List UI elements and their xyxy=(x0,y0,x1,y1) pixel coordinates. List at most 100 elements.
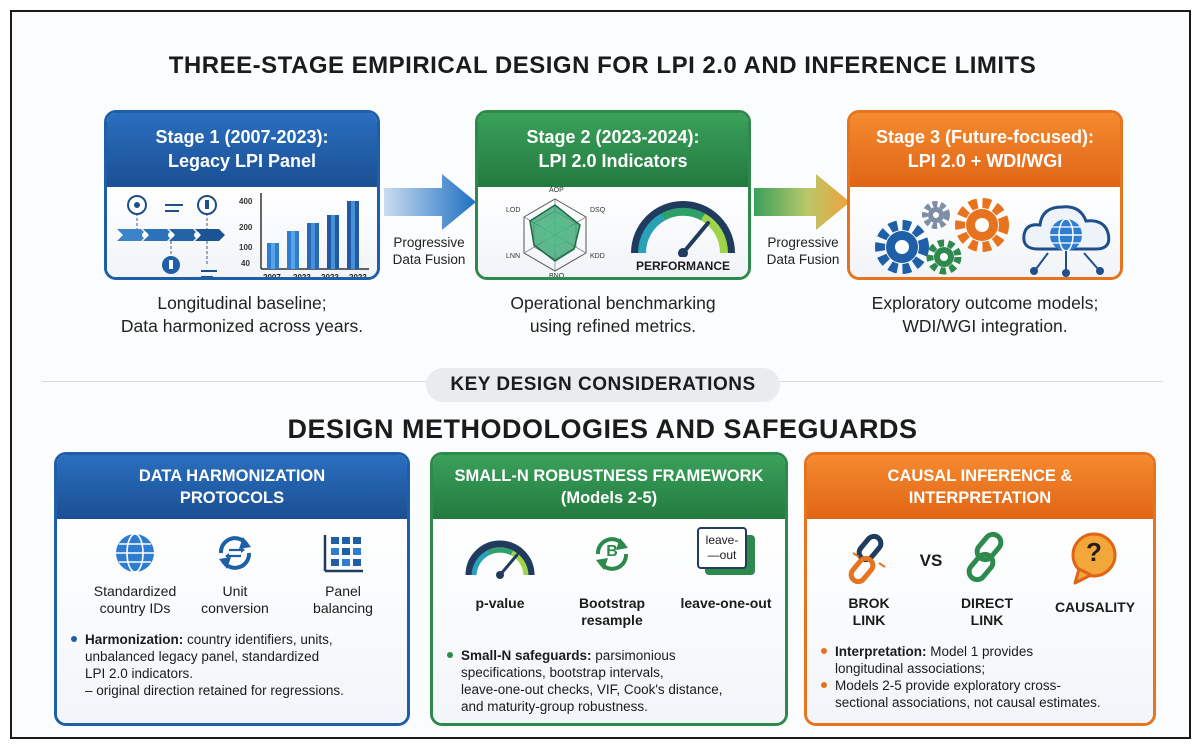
stage-2-caption-line1: Operational benchmarking xyxy=(510,293,716,313)
stage-1-header: Stage 1 (2007-2023): Legacy LPI Panel xyxy=(107,113,377,187)
radar-label-aop: AOP xyxy=(549,187,564,194)
chart-tick-top: 400 xyxy=(239,197,253,206)
icon-label-line2: LINK xyxy=(970,612,1004,628)
stage-3-caption: Exploratory outcome models; WDI/WGI inte… xyxy=(827,292,1143,338)
bullet-text: Model 1 provides xyxy=(926,644,1034,659)
icon-label-line1: DIRECT xyxy=(960,595,1014,611)
section-title: DESIGN METHODOLOGIES AND SAFEGUARDS xyxy=(287,414,918,444)
stage-3-header: Stage 3 (Future-focused): LPI 2.0 + WDI/… xyxy=(850,113,1120,187)
stage-2-body: AOP DSQ KDD BNO LNN LOD PERFORMANCE xyxy=(478,187,748,277)
stage-1-caption-line1: Longitudinal baseline; xyxy=(157,293,327,313)
bullet-text: parsimonious xyxy=(591,648,676,663)
stage-3-caption-line2: WDI/WGI integration. xyxy=(902,316,1068,336)
stage-3-title: Stage 3 (Future-focused): xyxy=(875,127,1094,147)
causal-card: CAUSAL INFERENCE & INTERPRETATION BROK L… xyxy=(804,452,1156,726)
gears-icon xyxy=(875,198,1009,275)
flow-label-2-line2: Data Fusion xyxy=(766,252,840,267)
icon-label: p-value xyxy=(475,595,525,611)
bullet-text: sectional associations, not causal estim… xyxy=(835,695,1101,710)
chart-tick-zero: 40 xyxy=(241,259,250,268)
bullet-text: and maturity-group robustness. xyxy=(461,699,648,714)
icon-label-line2: balancing xyxy=(313,600,373,616)
bullet-text: specifications, bootstrap intervals, xyxy=(461,665,664,680)
chart-tick-mid: 200 xyxy=(239,223,253,232)
sync-icon xyxy=(219,536,251,570)
radar-label-lod: LOD xyxy=(506,207,521,214)
card-text: —out xyxy=(707,548,737,562)
chart-axis-label: 2007 xyxy=(263,273,281,280)
icon-label-line2: LINK xyxy=(852,612,886,628)
icon-label: BROK LINK xyxy=(819,595,919,629)
stage-3-card: Stage 3 (Future-focused): LPI 2.0 + WDI/… xyxy=(847,110,1123,280)
bootstrap-icon xyxy=(596,537,628,571)
robustness-card: SMALL-N ROBUSTNESS FRAMEWORK (Models 2-5… xyxy=(430,452,788,726)
gauge-label: PERFORMANCE xyxy=(635,259,730,273)
robustness-card-title-line2: (Models 2-5) xyxy=(560,489,658,507)
gauge-icon xyxy=(465,540,535,579)
stage-2-subtitle: LPI 2.0 Indicators xyxy=(538,151,688,171)
icon-label: Panel balancing xyxy=(291,583,395,617)
chart-tick-low: 100 xyxy=(239,243,253,252)
causal-bullets: Interpretation: Model 1 provides longitu… xyxy=(821,643,1153,711)
icon-label-line2: resample xyxy=(581,612,643,628)
bullet-text: unbalanced legacy panel, standardized xyxy=(85,649,320,664)
bullet-label: Interpretation: xyxy=(835,644,927,659)
bullet-text: leave-one-out checks, VIF, Cook's distan… xyxy=(461,682,723,697)
broken-link-icon xyxy=(848,533,886,585)
flow-label-2-line1: Progressive xyxy=(767,235,839,250)
timeline-icon xyxy=(117,195,225,277)
main-title: THREE-STAGE EMPIRICAL DESIGN FOR LPI 2.0… xyxy=(168,52,1037,79)
harmonization-card-title-line1: DATA HARMONIZATION xyxy=(138,467,326,485)
icon-label-line2: conversion xyxy=(201,600,269,616)
stage-2-header: Stage 2 (2023-2024): LPI 2.0 Indicators xyxy=(478,113,748,187)
stage-2-caption: Operational benchmarking using refined m… xyxy=(455,292,771,338)
radar-label-kdd: KDD xyxy=(590,253,605,260)
bullet-text: longitudinal associations; xyxy=(835,661,986,676)
bullet-text: country identifiers, units, xyxy=(183,632,333,647)
bullet-label: Harmonization: xyxy=(85,632,184,647)
stage-1-body: 400 200 100 40 2007 2023 2023 2023 xyxy=(107,187,377,277)
vs-label: VS xyxy=(919,551,943,570)
stage-3-caption-line1: Exploratory outcome models; xyxy=(871,293,1099,313)
icon-label: Unit conversion xyxy=(183,583,287,617)
globe-icon xyxy=(116,533,154,573)
harmonization-card-title-line2: PROTOCOLS xyxy=(179,489,285,507)
causal-card-header: CAUSAL INFERENCE & INTERPRETATION xyxy=(807,455,1153,519)
stage-2-card: Stage 2 (2023-2024): LPI 2.0 Indicators … xyxy=(475,110,751,280)
grid-icon xyxy=(323,535,363,573)
flow-label-1: Progressive Data Fusion xyxy=(374,234,484,268)
stage-1-caption-line2: Data harmonized across years. xyxy=(120,316,364,336)
bootstrap-badge: B xyxy=(606,543,618,560)
robustness-card-body: p-value B Bootstrap resample leave- —out… xyxy=(433,519,785,723)
icon-label: leave-one-out xyxy=(680,595,772,611)
question-badge: ? xyxy=(1086,537,1102,567)
harmonization-card-header: DATA HARMONIZATION PROTOCOLS xyxy=(57,455,407,519)
robustness-bullet: Small-N safeguards: parsimonious specifi… xyxy=(447,647,783,715)
stage-1-subtitle: Legacy LPI Panel xyxy=(167,151,317,171)
flow-label-1-line2: Data Fusion xyxy=(392,252,466,267)
icon-label-line1: Unit xyxy=(222,583,248,599)
icon-label: CAUSALITY xyxy=(1054,599,1136,615)
icon-label-line1: BROK xyxy=(848,595,890,611)
icon-label-line1: Standardized xyxy=(93,583,177,599)
question-icon xyxy=(1071,532,1117,585)
bullet-label: Small-N safeguards: xyxy=(461,648,592,663)
flow-arrow-2 xyxy=(754,174,850,230)
icon-label-line2: country IDs xyxy=(99,600,171,616)
gauge-icon xyxy=(631,201,735,257)
cloud-network-icon xyxy=(1022,205,1111,277)
stage-2-caption-line2: using refined metrics. xyxy=(529,316,697,336)
icon-label-line1: Panel xyxy=(325,583,361,599)
radar-label-bno: BNO xyxy=(549,273,565,280)
chart-axis-label: 2023 xyxy=(321,273,339,280)
harmonization-bullet: Harmonization: country identifiers, unit… xyxy=(71,631,401,699)
sub-bullet-text: – original direction retained for regres… xyxy=(85,683,344,698)
bullet-text: Models 2-5 provide exploratory cross- xyxy=(835,678,1061,693)
card-front: leave- —out xyxy=(697,527,747,569)
cards-icon: leave- —out xyxy=(695,525,757,579)
stage-3-subtitle: LPI 2.0 + WDI/WGI xyxy=(907,151,1063,171)
chart-axis-label: 2023 xyxy=(349,273,367,280)
icon-label: Standardized country IDs xyxy=(71,583,199,617)
icon-label: DIRECT LINK xyxy=(935,595,1039,629)
stage-2-title: Stage 2 (2023-2024): xyxy=(526,127,700,147)
